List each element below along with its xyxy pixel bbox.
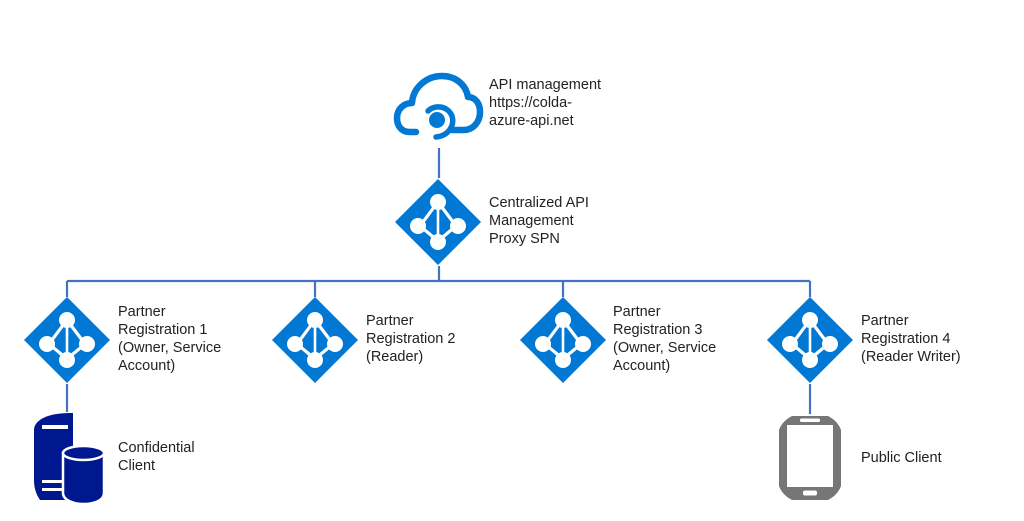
label-line: https://colda- [489,95,573,111]
label-line: (Reader Writer) [861,349,961,365]
mobile-device-icon [779,416,841,500]
connectors [65,148,812,414]
label-line: Account) [613,358,671,374]
partner-registration-2-icon[interactable] [270,295,360,385]
label-line: Management [489,213,574,229]
partner-registration-1-icon[interactable] [22,295,112,385]
label-line: Registration 4 [861,331,951,347]
partner-registration-4-icon[interactable] [765,295,855,385]
label-line: Partner [613,304,661,320]
label-line: Partner [366,313,414,329]
label-line: Proxy SPN [489,231,560,247]
partner-registration-3-icon[interactable] [518,295,608,385]
label-line: Centralized API [489,195,589,211]
label-line: (Reader) [366,349,424,365]
label-line: Partner [118,304,166,320]
label-line: Partner [861,313,909,329]
partner-registration-4-label: Partner Registration 4 (Reader Writer) [861,312,961,366]
label-line: Client [118,458,156,474]
public-client-label: Public Client [861,449,942,467]
label-line: API management [489,77,602,93]
label-line: azure-api.net [489,113,574,129]
proxy-spn-icon[interactable] [393,177,483,267]
proxy-spn-label: Centralized API Management Proxy SPN [489,194,589,248]
cloud-icon [393,72,484,140]
server-database-icon [34,413,106,506]
label-line: (Owner, Service [118,340,222,356]
label-line: Registration 1 [118,322,208,338]
partner-registration-2-label: Partner Registration 2 (Reader) [366,312,455,366]
label-line: Account) [118,358,176,374]
confidential-client-label: Confidential Client [118,439,195,475]
label-line: (Owner, Service [613,340,717,356]
partner-registration-3-label: Partner Registration 3 (Owner, Service A… [613,303,716,375]
label-line: Confidential [118,440,195,456]
api-management-label: API management https://colda- azure-api.… [489,76,601,130]
label-line: Public Client [861,450,942,466]
partner-registration-1-label: Partner Registration 1 (Owner, Service A… [118,303,221,375]
label-line: Registration 3 [613,322,703,338]
label-line: Registration 2 [366,331,456,347]
